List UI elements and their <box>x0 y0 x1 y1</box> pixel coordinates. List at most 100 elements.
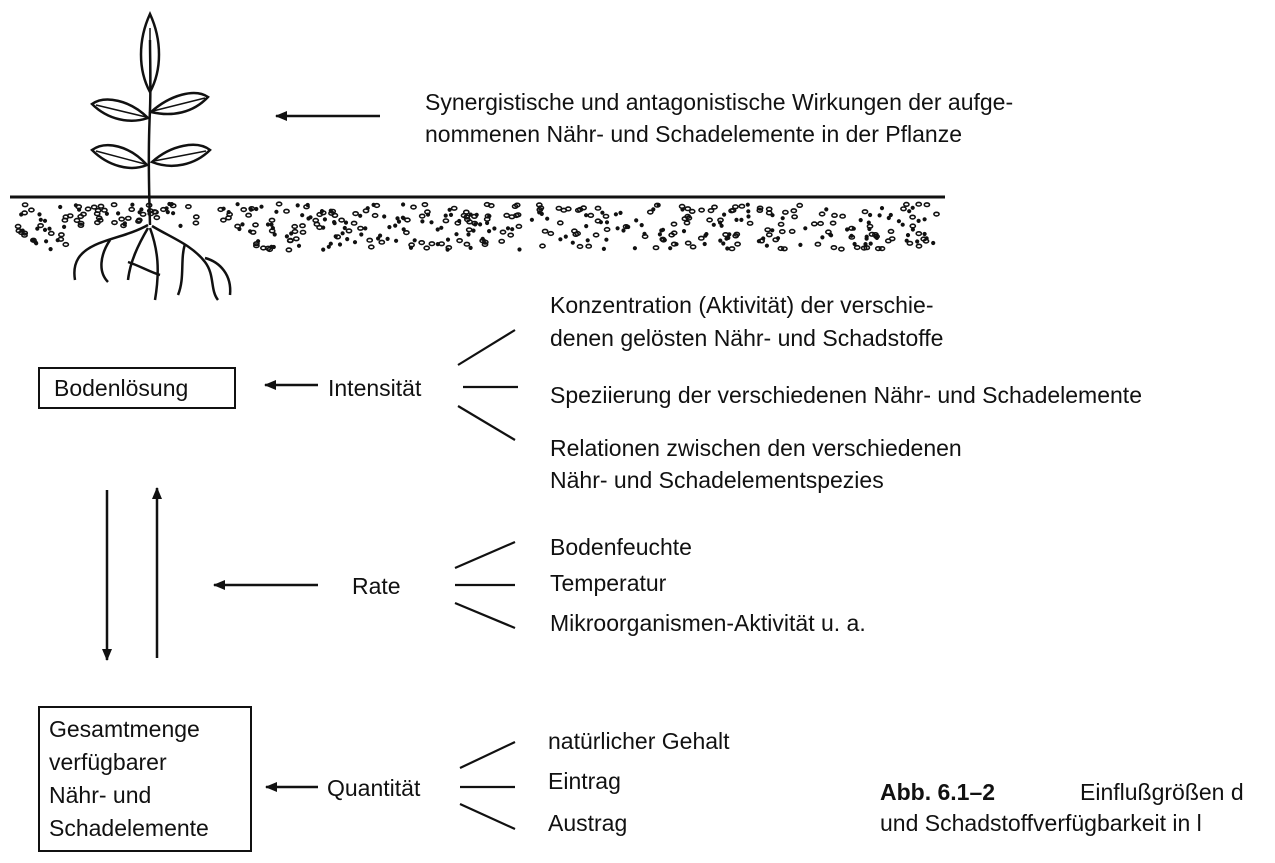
soil-particle <box>592 232 600 238</box>
soil-particle <box>299 229 307 235</box>
soil-particle <box>272 232 277 237</box>
soil-particle <box>270 226 276 231</box>
soil-particle <box>587 212 595 218</box>
soil-particle <box>343 220 349 225</box>
soil-particle <box>448 212 454 217</box>
soil-particle <box>14 223 22 229</box>
bodenloesung-box: Bodenlösung <box>38 367 236 409</box>
soil-particle <box>545 216 550 221</box>
soil-particle <box>316 211 324 218</box>
soil-particle <box>340 231 345 236</box>
soil-particle <box>118 216 126 222</box>
soil-particle <box>888 212 893 218</box>
soil-particle <box>879 206 885 211</box>
soil-particle <box>864 234 869 239</box>
soil-particle <box>328 210 335 216</box>
soil-particle <box>732 204 739 210</box>
soil-particle <box>513 212 520 219</box>
soil-particle <box>791 214 798 220</box>
soil-particle <box>429 220 434 225</box>
soil-particle <box>352 240 358 245</box>
gesamtmenge-line-2: verfügbarer <box>49 749 167 775</box>
soil-particle <box>756 239 762 244</box>
soil-particle <box>828 233 834 238</box>
soil-particle <box>395 216 400 221</box>
soil-particle <box>777 245 785 252</box>
soil-particle <box>698 207 705 213</box>
soil-particle <box>111 220 118 226</box>
soil-particle <box>124 215 132 221</box>
soil-particle <box>603 226 611 233</box>
quantitaet-branches <box>459 741 516 831</box>
soil-particle <box>702 241 707 247</box>
soil-particle <box>145 202 153 208</box>
soil-particle <box>618 210 623 215</box>
soil-particle <box>537 210 542 215</box>
soil-particle <box>423 209 431 215</box>
soil-particle <box>499 229 507 235</box>
soil-particle <box>728 208 735 214</box>
soil-particle <box>387 225 392 230</box>
soil-particle <box>443 213 448 218</box>
soil-particle <box>555 205 563 211</box>
soil-particle <box>326 244 331 249</box>
soil-particle <box>858 218 863 223</box>
soil-particle <box>745 202 750 207</box>
soil-particle <box>470 213 478 219</box>
soil-particle <box>765 232 773 238</box>
caption-label: Abb. 6.1–2 <box>880 779 996 805</box>
soil-particle <box>42 218 48 223</box>
soil-particle <box>922 217 927 222</box>
soil-particle <box>418 240 426 246</box>
soil-particle <box>556 220 564 226</box>
soil-particle <box>245 212 252 218</box>
soil-particle <box>219 217 227 223</box>
soil-particle <box>868 241 873 246</box>
soil-particle <box>711 222 716 227</box>
soil-particle <box>734 217 739 222</box>
intensitaet-item-1-line-2: denen gelösten Nähr- und Schadstoffe <box>550 325 944 351</box>
soil-particle <box>171 211 176 216</box>
soil-particle <box>810 221 818 227</box>
soil-particle <box>338 217 345 223</box>
soil-particle <box>321 247 326 252</box>
soil-particle <box>153 215 161 221</box>
soil-particle <box>732 233 740 239</box>
soil-particle <box>915 239 920 244</box>
soil-particle <box>412 238 417 243</box>
gesamtmenge-box: Gesamtmenge verfügbarer Nähr- und Schade… <box>38 706 252 852</box>
soil-particle <box>683 220 691 226</box>
soil-particle <box>466 219 473 225</box>
soil-particle <box>378 233 383 238</box>
soil-particle <box>252 222 259 228</box>
soil-particle <box>332 220 337 225</box>
soil-particle <box>877 213 882 218</box>
soil-particle <box>235 202 240 207</box>
soil-particle <box>21 230 29 236</box>
soil-particle <box>651 207 656 212</box>
soil-particle <box>259 204 264 209</box>
soil-particle <box>447 207 452 212</box>
quantitaet-item-3: Austrag <box>548 810 628 836</box>
soil-particle <box>442 218 450 224</box>
soil-particle <box>269 222 274 227</box>
rate-item-3: Mikroorganismen-Aktivität u. a. <box>550 610 866 636</box>
soil-particle <box>583 213 589 218</box>
soil-particle <box>539 243 546 249</box>
soil-particle <box>777 221 785 227</box>
soil-particle <box>84 206 92 212</box>
soil-particle <box>471 228 476 233</box>
soil-particle <box>903 201 910 207</box>
soil-particle <box>652 245 660 251</box>
soil-particle <box>418 213 426 219</box>
soil-particle <box>818 211 826 217</box>
soil-particle <box>563 234 568 239</box>
soil-particle <box>697 235 705 241</box>
soil-particle <box>852 241 857 247</box>
soil-particle <box>915 231 923 237</box>
soil-particle <box>711 204 718 210</box>
soil-particle <box>598 220 604 225</box>
soil-particle <box>790 208 798 214</box>
soil-particle <box>529 217 535 222</box>
